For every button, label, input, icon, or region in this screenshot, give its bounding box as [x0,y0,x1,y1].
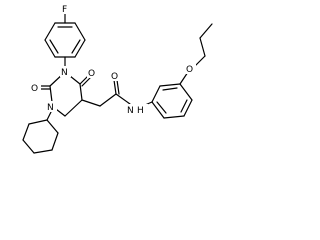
atom-amide-n-label: N [127,106,134,116]
atom-o4-label: O [88,69,95,79]
bond-c5-o [79,75,89,85]
cyclohexyl-ring [22,119,59,154]
atom-amide-h-label: H [137,106,144,116]
atom-n1-label: N [61,68,68,78]
fluorophenyl-ring [44,22,86,58]
bond-carbonyl-o [113,79,117,95]
molecule-drawing: F N N O O O N H O [22,3,213,154]
structure-diagram: F N N O O O N H O [0,0,226,166]
bond-ch2-ch3 [199,23,213,39]
atom-ether-o-label: O [186,65,193,75]
atom-amide-o-label: O [111,72,118,82]
bond-c5-o-double [81,77,91,87]
atom-o2-label: O [31,84,38,94]
atom-n3-label: N [47,103,54,113]
atom-f-label: F [62,5,67,15]
bond-carbonyl-n [115,93,131,105]
bond-c4-ch2 [81,99,101,107]
propoxyphenyl-ring [151,83,193,119]
bond-ch2-carbonyl [99,93,117,107]
bond-carbonyl-o-double [116,79,120,95]
bond-ch2-ch2 [199,37,206,57]
